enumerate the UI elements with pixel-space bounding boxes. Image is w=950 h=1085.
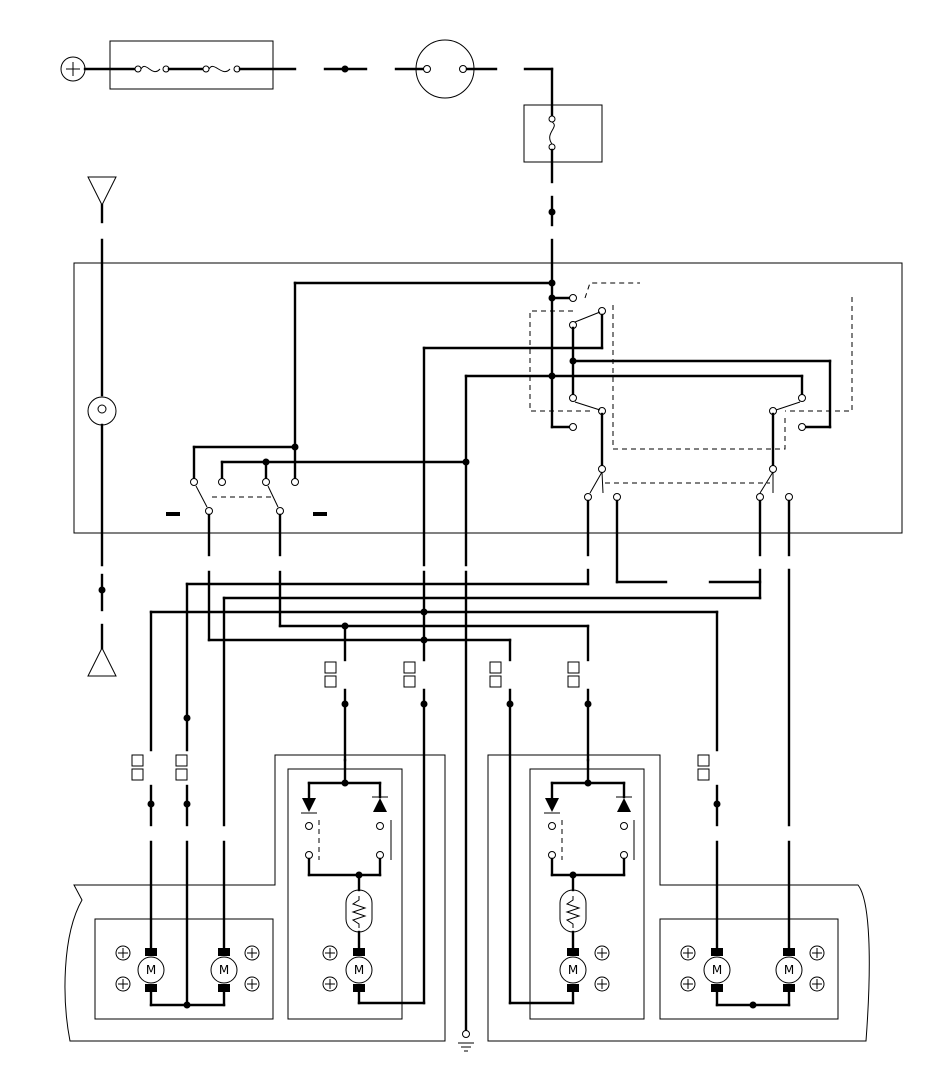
lower-enclosures (64, 754, 870, 1042)
control-unit-internal (166, 279, 853, 567)
diode-icon (616, 796, 632, 812)
motor-icon: M (345, 948, 373, 992)
right-motor-box: M M (659, 918, 839, 1020)
switch-button-right-icon (313, 512, 327, 516)
ptc-resistor-icon (559, 889, 587, 933)
motor-icon: M (559, 948, 587, 992)
motor-icon: M (775, 948, 803, 992)
motor-icon: M (703, 948, 731, 992)
terminal-plus-icons (594, 945, 610, 992)
motor-label: M (219, 963, 229, 977)
ground-icon (458, 1030, 474, 1052)
diode-icon (301, 798, 317, 814)
motor-label: M (568, 963, 578, 977)
connector-pair-7 (697, 754, 721, 827)
diode-icon (544, 798, 560, 814)
indicator-circuit (87, 176, 117, 677)
motor-label: M (354, 963, 364, 977)
terminal-plus-icons (680, 945, 825, 992)
ignition-switch-icon (415, 39, 475, 99)
control-unit-box (73, 262, 903, 534)
battery-positive-icon (60, 56, 86, 82)
connector-pair-4 (567, 661, 592, 762)
terminal-plus-icons (322, 945, 338, 992)
left-actuator-box: M (287, 758, 426, 1020)
indicator-lamp-icon (87, 396, 117, 426)
power-feed (60, 39, 603, 285)
connector-arrow-down-icon (87, 176, 117, 207)
right-actuator-box: M (508, 758, 645, 1020)
harness-wires (131, 499, 791, 1032)
circuit-breaker-box (523, 104, 603, 163)
motor-label: M (146, 963, 156, 977)
ptc-resistor-icon (345, 889, 373, 933)
left-motor-box: M M (94, 918, 274, 1020)
diode-icon (372, 796, 388, 812)
terminal-plus-icons (115, 945, 260, 992)
motor-icon: M (210, 948, 238, 992)
fuse-box (109, 40, 297, 90)
connector-pair-3 (489, 661, 514, 1005)
connector-pair-6 (175, 754, 191, 827)
motor-label: M (784, 963, 794, 977)
connector-arrow-up-icon (87, 646, 117, 677)
motor-label: M (712, 963, 722, 977)
motor-icon: M (137, 948, 165, 992)
connector-pair-2 (403, 661, 428, 1005)
connector-pair-1 (324, 661, 349, 762)
switch-button-left-icon (166, 512, 180, 516)
connector-pair-5 (131, 754, 155, 827)
